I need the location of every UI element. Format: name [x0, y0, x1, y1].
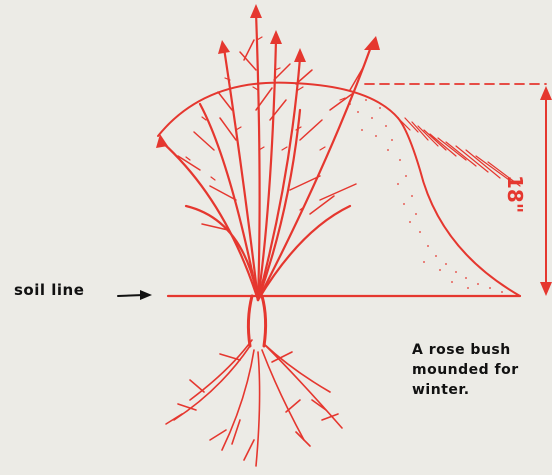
mound-slope — [398, 118, 520, 296]
rose-canes — [162, 12, 372, 300]
height-label: 18" — [503, 175, 527, 213]
caption: A rose bush mounded for winter. — [412, 340, 519, 400]
caption-line: A rose bush — [412, 340, 519, 360]
height-dimension-arrow — [540, 86, 552, 296]
mound-hatching — [400, 118, 520, 186]
cane-tips — [156, 4, 380, 148]
soil-line-arrow — [118, 290, 152, 300]
rose-crown — [248, 296, 265, 346]
caption-line: winter. — [412, 380, 519, 400]
caption-line: mounded for — [412, 360, 519, 380]
soil-line-label: soil line — [14, 281, 84, 299]
rose-roots — [166, 340, 342, 466]
mound-stippling — [349, 99, 503, 293]
